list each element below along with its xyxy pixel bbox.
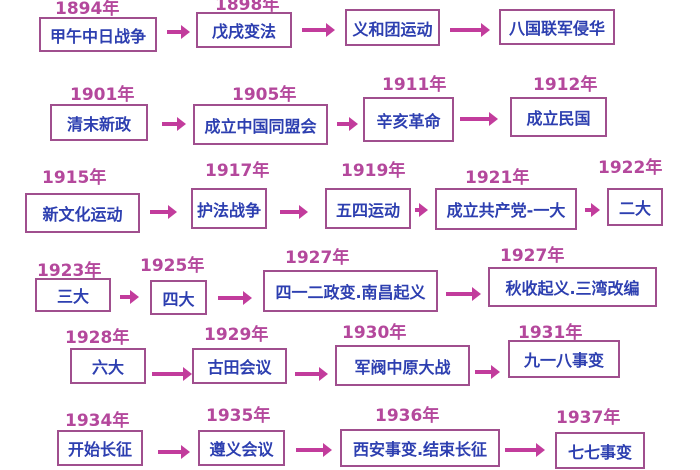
arrow-right-icon <box>302 23 335 37</box>
event-label: 护法战争 <box>196 200 261 220</box>
event-year: 1927年 <box>285 248 350 268</box>
event-box: 甲午中日战争 <box>39 17 157 52</box>
arrow-right-icon <box>460 112 498 126</box>
event-year: 1922年 <box>598 158 663 178</box>
event-year: 1927年 <box>500 246 565 266</box>
arrow-right-icon <box>296 443 332 457</box>
event-label: 成立共产党-一大 <box>446 201 566 220</box>
event-year: 1919年 <box>341 161 406 181</box>
event-label: 四大 <box>162 289 195 309</box>
arrow-right-icon <box>446 287 481 301</box>
event-label: 成立中国同盟会 <box>204 116 317 136</box>
arrow-right-icon <box>280 205 308 219</box>
event-box: 西安事变.结束长征 <box>340 429 500 467</box>
event-box: 成立共产党-一大 <box>435 188 577 230</box>
event-label: 五四运动 <box>335 200 400 220</box>
event-year: 1915年 <box>42 168 107 188</box>
event-label: 六大 <box>91 358 124 377</box>
event-label: 二大 <box>618 199 651 218</box>
event-box: 成立民国 <box>510 97 607 137</box>
event-box: 义和团运动 <box>345 9 440 46</box>
arrow-right-icon <box>450 23 490 37</box>
arrow-right-icon <box>585 203 600 217</box>
arrow-right-icon <box>415 203 428 217</box>
event-box: 开始长征 <box>57 430 143 466</box>
event-box: 遵义会议 <box>198 430 285 466</box>
event-label: 新文化运动 <box>42 205 123 224</box>
event-box: 戊戌变法 <box>196 12 292 48</box>
event-year: 1930年 <box>342 323 407 343</box>
event-year: 1905年 <box>232 85 297 105</box>
arrow-right-icon <box>337 117 358 131</box>
event-box: 清末新政 <box>50 104 148 141</box>
event-year: 1936年 <box>375 406 440 426</box>
event-label: 清末新政 <box>66 114 131 134</box>
event-year: 1934年 <box>65 411 130 431</box>
event-box: 八国联军侵华 <box>499 9 615 45</box>
event-year: 1928年 <box>65 328 130 348</box>
event-year: 1921年 <box>465 168 530 188</box>
event-year: 1931年 <box>518 323 583 343</box>
event-year: 1898年 <box>215 0 280 15</box>
event-box: 五四运动 <box>325 188 411 229</box>
event-box: 秋收起义.三湾改编 <box>488 267 657 307</box>
arrow-right-icon <box>218 291 252 305</box>
event-label: 秋收起义.三湾改编 <box>505 279 640 298</box>
event-label: 四一二政变.南昌起义 <box>275 283 426 302</box>
event-year: 1937年 <box>556 408 621 428</box>
event-box: 古田会议 <box>192 348 287 384</box>
arrow-right-icon <box>152 367 192 381</box>
event-box: 三大 <box>35 278 111 312</box>
arrow-right-icon <box>295 367 328 381</box>
event-year: 1911年 <box>382 75 447 95</box>
event-year: 1912年 <box>533 75 598 95</box>
event-label: 戊戌变法 <box>211 22 276 41</box>
event-box: 辛亥革命 <box>363 97 454 142</box>
arrow-right-icon <box>167 25 190 39</box>
arrow-right-icon <box>120 290 139 304</box>
event-label: 辛亥革命 <box>376 111 441 131</box>
arrow-right-icon <box>150 205 177 219</box>
event-box: 护法战争 <box>191 188 267 229</box>
event-label: 九一八事变 <box>523 351 604 370</box>
event-box: 新文化运动 <box>25 193 140 233</box>
event-box: 六大 <box>70 348 146 384</box>
event-box: 军阀中原大战 <box>335 345 470 386</box>
event-label: 西安事变.结束长征 <box>352 440 488 459</box>
event-box: 四一二政变.南昌起义 <box>263 270 438 312</box>
event-year: 1935年 <box>206 406 271 426</box>
event-box: 成立中国同盟会 <box>193 104 328 145</box>
event-label: 遵义会议 <box>209 440 274 459</box>
event-label: 成立民国 <box>526 109 591 128</box>
event-year: 1929年 <box>204 325 269 345</box>
arrow-right-icon <box>475 365 500 379</box>
event-label: 甲午中日战争 <box>49 26 146 46</box>
event-box: 四大 <box>150 280 207 315</box>
arrow-right-icon <box>162 117 186 131</box>
arrow-right-icon <box>158 445 190 459</box>
event-label: 八国联军侵华 <box>508 19 605 38</box>
event-label: 古田会议 <box>207 358 272 377</box>
event-year: 1917年 <box>205 161 270 181</box>
event-box: 九一八事变 <box>508 340 620 378</box>
event-year: 1894年 <box>55 0 120 19</box>
event-label: 七七事变 <box>567 442 632 462</box>
event-box: 二大 <box>607 188 663 226</box>
event-label: 军阀中原大战 <box>354 357 451 377</box>
event-label: 义和团运动 <box>352 19 433 39</box>
event-year: 1923年 <box>37 261 102 281</box>
event-label: 三大 <box>56 287 89 306</box>
event-year: 1925年 <box>140 256 205 276</box>
event-year: 1901年 <box>70 85 135 105</box>
event-box: 七七事变 <box>555 432 645 469</box>
event-label: 开始长征 <box>67 440 132 459</box>
arrow-right-icon <box>505 443 545 457</box>
